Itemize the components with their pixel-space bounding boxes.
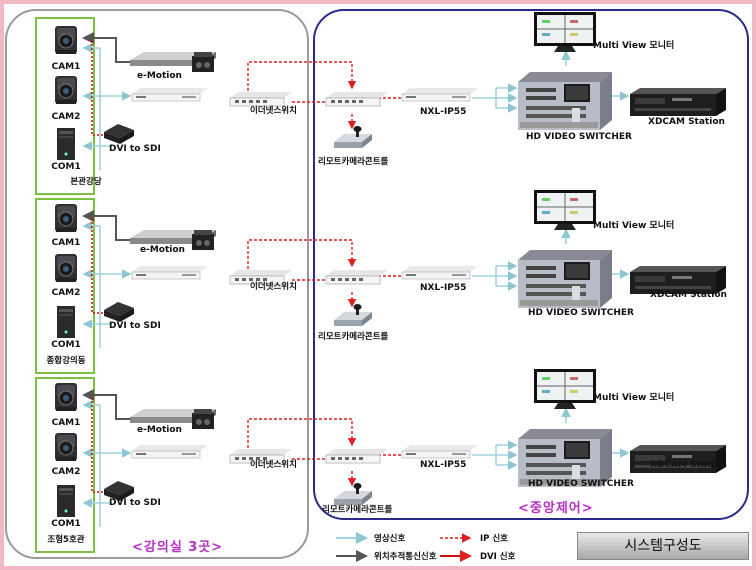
xdcam-station-device <box>630 88 726 116</box>
remote-camera-control-label: 리모트카메라콘트롤 <box>322 505 393 515</box>
cam2-device <box>54 75 78 105</box>
building-box-2 <box>35 198 95 374</box>
remote-camera-control-label: 리모트카메라콘트롤 <box>318 157 389 167</box>
lecture-rooms-title: <강의실 3곳> <box>132 540 224 555</box>
dvi-to-sdi-label: DVI to SDI <box>109 321 161 331</box>
position-tracking-line <box>82 210 130 241</box>
building-name: 본관강당 <box>70 177 102 187</box>
ip-signal-line <box>247 418 357 453</box>
dvi-to-sdi-label: DVI to SDI <box>109 498 161 508</box>
multiview-monitor-device <box>533 11 597 53</box>
remote-camera-control-label: 리모트카메라콘트롤 <box>318 332 389 342</box>
com-label: COM1 <box>51 519 81 529</box>
hd-video-switcher-label: HD VIDEO SWITCHER <box>528 479 634 489</box>
com-pc-device <box>57 306 75 338</box>
e-motion-label: e-Motion <box>137 425 182 435</box>
dvi-converter-device <box>104 124 134 144</box>
hd-video-switcher-label: HD VIDEO SWITCHER <box>526 132 632 142</box>
position-tracking-line <box>82 32 130 63</box>
cam1-label: CAM1 <box>51 418 81 428</box>
dvi-signal-line <box>91 218 108 314</box>
nxl-ip55-device <box>401 87 479 102</box>
xdcam-station-label: XDCAM Station <box>650 290 727 300</box>
building-box-3 <box>35 377 95 553</box>
com-label: COM1 <box>51 162 81 172</box>
cam2-device <box>54 432 78 462</box>
building-box-1 <box>35 17 95 195</box>
com-label: COM1 <box>51 340 81 350</box>
central-switch-device <box>325 448 389 464</box>
nxl-ip55-label: NXL-IP55 <box>420 283 467 293</box>
cam1-device <box>54 25 78 55</box>
remote-camera-controller <box>334 483 372 505</box>
hd-video-switcher-device <box>518 72 612 130</box>
dvi-to-sdi-label: DVI to SDI <box>109 144 161 154</box>
com-pc-device <box>57 128 75 160</box>
central-control-title: <중앙제어> <box>518 501 594 516</box>
nxl-ip55-device <box>401 444 479 459</box>
ethernet-switch-label: 이더넷스위치 <box>250 282 297 292</box>
xdcam-station-label: XDCAM Station <box>650 460 727 470</box>
dvi-signal-line <box>91 40 108 136</box>
central-switch-device <box>325 91 389 107</box>
ip-signal-line <box>247 61 357 96</box>
e-motion-label: e-Motion <box>137 71 182 81</box>
multiview-monitor-label: Multi View 모니터 <box>593 221 675 231</box>
cam2-device <box>54 253 78 283</box>
ethernet-switch-device <box>229 91 293 107</box>
building-name: 종합강의동 <box>46 356 86 366</box>
dvi-signal-line <box>91 397 108 493</box>
cam2-label: CAM2 <box>51 467 81 477</box>
ethernet-switch-label: 이더넷스위치 <box>250 106 297 116</box>
cam2-label: CAM2 <box>51 112 81 122</box>
cam1-device <box>54 382 78 412</box>
legend-ip-label: IP 신호 <box>480 534 508 544</box>
tracking-camera-device <box>192 52 214 72</box>
building-name: 조형5호관 <box>47 535 85 545</box>
video-router-device <box>131 444 209 459</box>
lecture-region-border <box>5 9 309 559</box>
video-router-device <box>131 265 209 280</box>
video-router-device <box>131 87 209 102</box>
xdcam-station-label: XDCAM Station <box>648 117 725 127</box>
ethernet-switch-label: 이더넷스위치 <box>250 460 297 470</box>
remote-camera-controller <box>334 304 372 326</box>
cam1-label: CAM1 <box>51 238 81 248</box>
com-pc-device <box>57 485 75 517</box>
e-motion-label: e-Motion <box>140 245 185 255</box>
legend-video-label: 영상신호 <box>374 534 406 544</box>
legend-ptz-label: 위치추적통신신호 <box>374 552 437 562</box>
nxl-ip55-device <box>401 265 479 280</box>
multiview-monitor-label: Multi View 모니터 <box>593 393 675 403</box>
cam2-label: CAM2 <box>51 288 81 298</box>
ip-signal-line <box>247 239 357 274</box>
position-tracking-line <box>82 389 130 420</box>
tracking-camera-device <box>192 230 214 250</box>
multiview-monitor-label: Multi View 모니터 <box>593 41 675 51</box>
tracking-camera-device <box>192 409 214 429</box>
central-region-border <box>313 9 749 520</box>
cam1-device <box>54 203 78 233</box>
remote-camera-controller <box>334 126 372 148</box>
legend-dvi-label: DVI 신호 <box>480 552 516 562</box>
multiview-monitor-device <box>533 368 597 410</box>
cam1-label: CAM1 <box>51 62 81 72</box>
nxl-ip55-label: NXL-IP55 <box>420 460 467 470</box>
hd-video-switcher-device <box>518 250 612 308</box>
multiview-monitor-device <box>533 189 597 231</box>
system-diagram-title: 시스템구성도 <box>577 532 749 560</box>
hd-video-switcher-label: HD VIDEO SWITCHER <box>528 308 634 318</box>
central-switch-device <box>325 269 389 285</box>
dvi-converter-device <box>104 302 134 322</box>
nxl-ip55-label: NXL-IP55 <box>420 107 467 117</box>
